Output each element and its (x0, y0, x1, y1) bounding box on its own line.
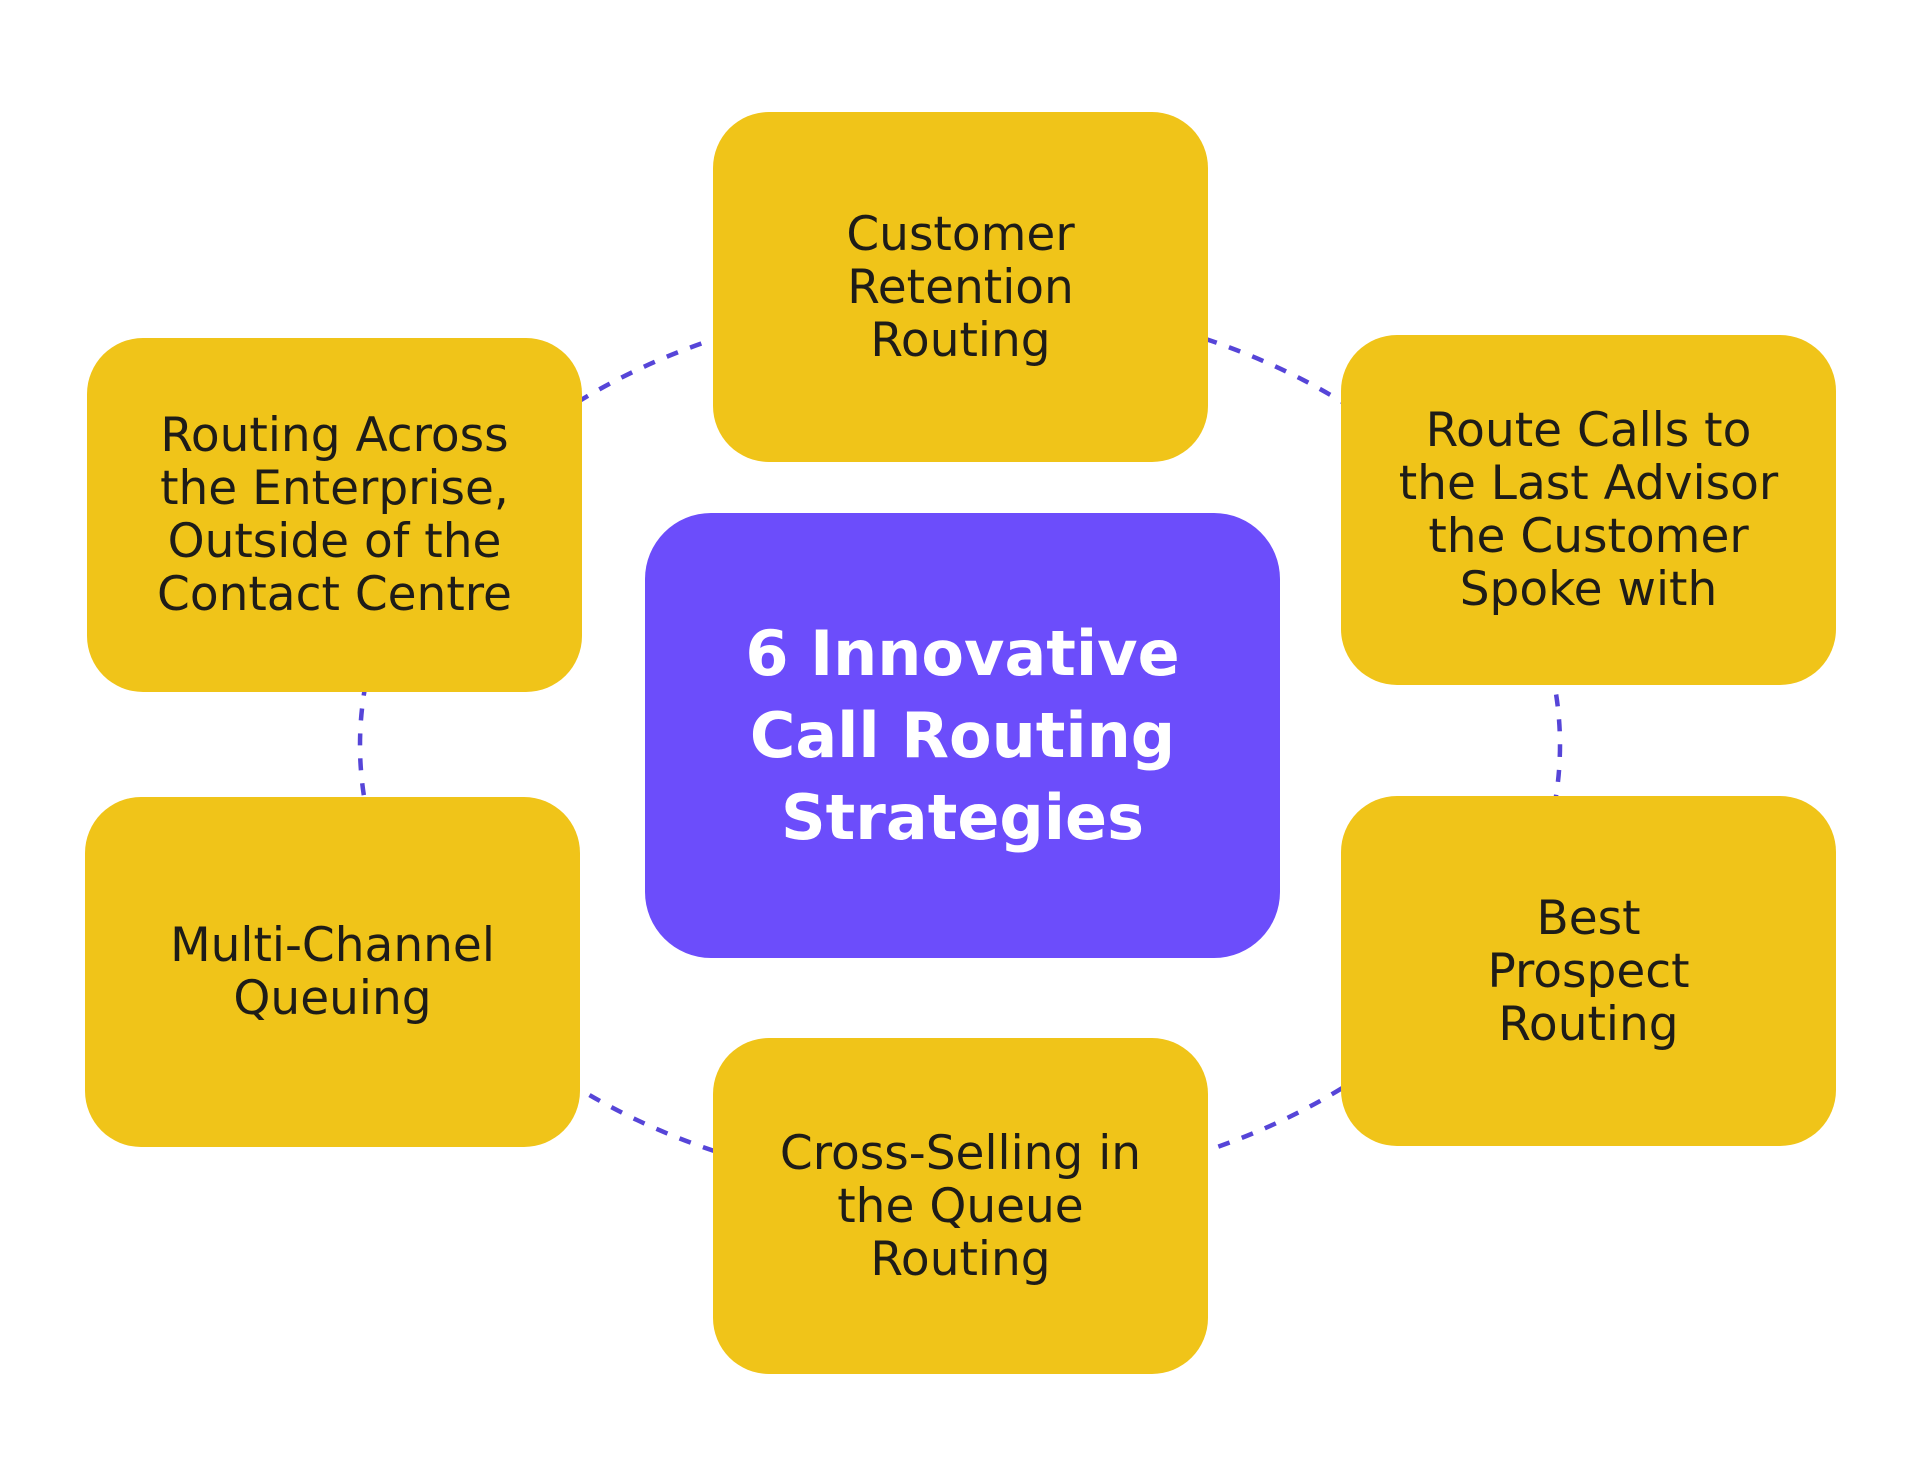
node-label-line: Multi-Channel (170, 918, 495, 973)
node-label-line: Routing (870, 1231, 1051, 1287)
node-multi-channel-queuing: Multi-Channel Queuing (85, 797, 580, 1147)
node-label-line: Outside of the (167, 514, 502, 569)
node-label-line: Spoke with (1459, 562, 1718, 617)
node-label-line: Routing Across (160, 408, 509, 463)
node-label-line: Customer (846, 206, 1075, 262)
node-label-line: Route Calls to (1425, 403, 1752, 458)
node-label-line: Cross-Selling in (779, 1125, 1142, 1181)
node-label-line: Best (1536, 890, 1641, 946)
node-label-line: the Enterprise, (160, 461, 509, 516)
node-label-line: the Queue (837, 1178, 1084, 1234)
diagram-title-line: 6 Innovative (745, 616, 1180, 690)
node-label-line: Queuing (233, 971, 432, 1026)
diagram-title-line: Call Routing (749, 698, 1176, 772)
node-label-line: Prospect (1487, 943, 1690, 999)
node-label-line: Routing (1498, 996, 1679, 1052)
node-customer-retention-routing: Customer Retention Routing (713, 112, 1208, 462)
node-label-line: the Customer (1428, 509, 1749, 564)
node-label-line: Routing (870, 312, 1051, 368)
node-label-line: Contact Centre (157, 567, 512, 622)
node-label-line: the Last Advisor (1398, 456, 1779, 511)
node-label-line: Retention (847, 259, 1074, 315)
node-best-prospect-routing: Best Prospect Routing (1341, 796, 1836, 1146)
diagram-title-line: Strategies (781, 780, 1144, 854)
node-route-calls-to-last-advisor: Route Calls to the Last Advisor the Cust… (1341, 335, 1836, 685)
node-cross-selling-in-queue-routing: Cross-Selling in the Queue Routing (713, 1038, 1208, 1374)
node-routing-across-enterprise: Routing Across the Enterprise, Outside o… (87, 338, 582, 692)
diagram-title-node: 6 Innovative Call Routing Strategies (645, 513, 1280, 958)
